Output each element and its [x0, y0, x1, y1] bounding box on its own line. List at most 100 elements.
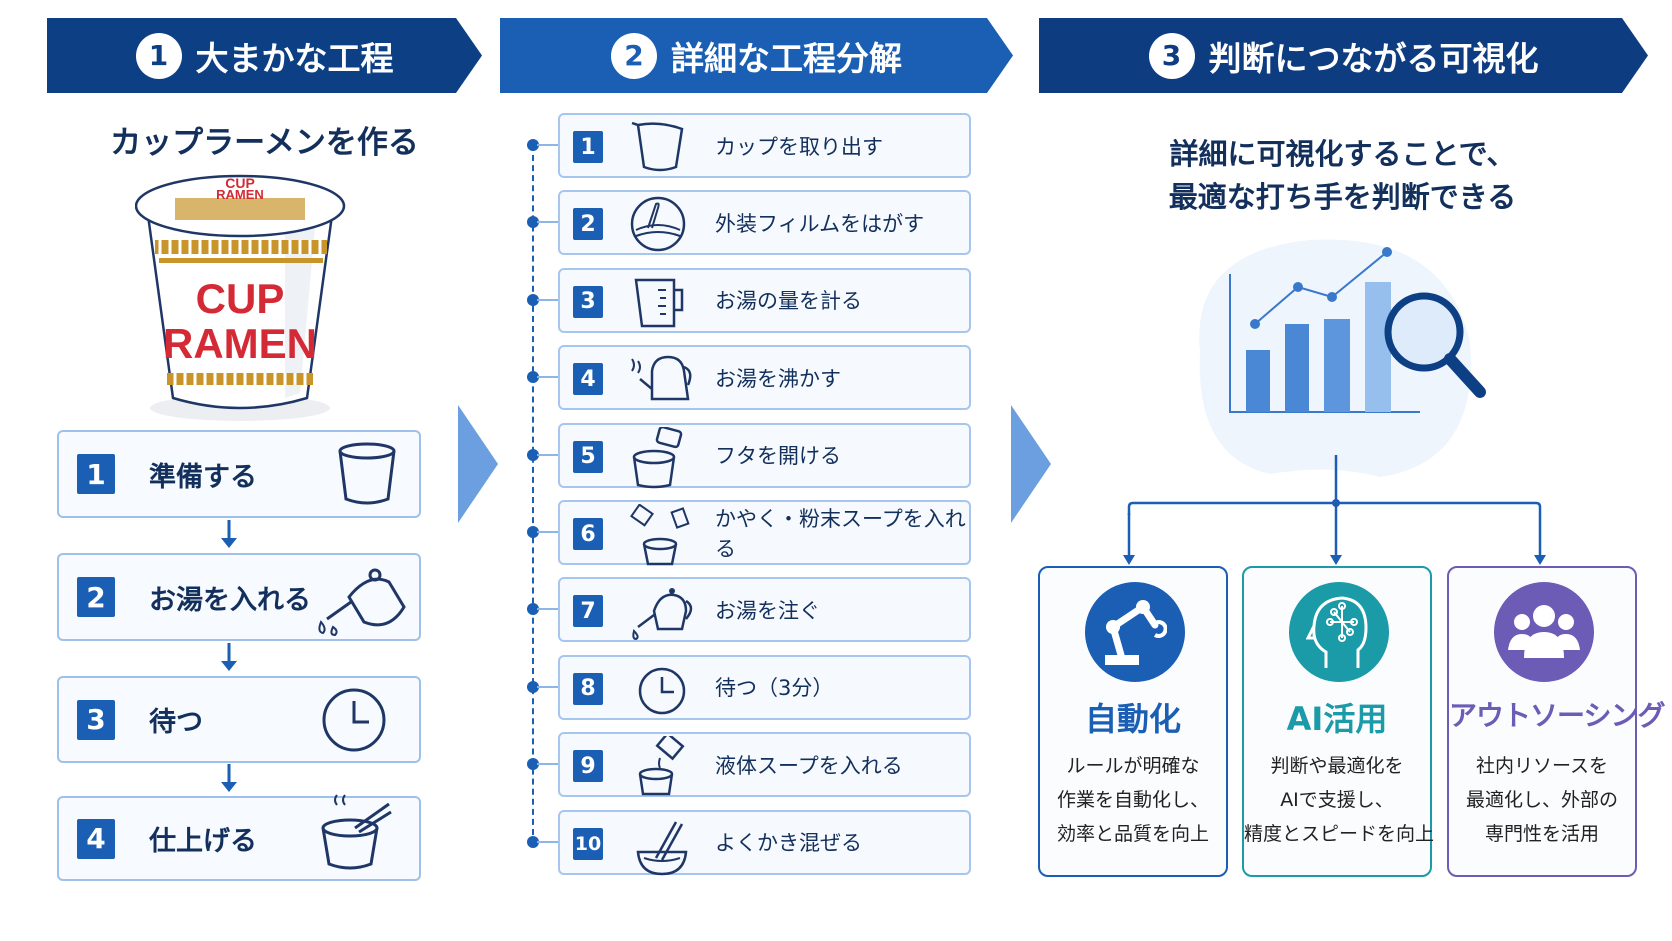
step-label: 準備する — [149, 461, 257, 493]
robot-arm-icon — [1085, 582, 1185, 682]
seasoning-packet-icon — [630, 504, 690, 566]
step-number: 1 — [77, 454, 115, 494]
kettle-pour-icon — [632, 588, 693, 641]
step-number: 9 — [573, 750, 603, 783]
timeline-connector — [537, 376, 558, 379]
kettle-steam-icon — [631, 355, 692, 401]
detail-step-10: 10 よくかき混ぜる — [558, 809, 971, 875]
svg-text:RAMEN: RAMEN — [216, 187, 264, 202]
timeline-dot — [527, 680, 539, 693]
step-label: お湯を入れる — [149, 584, 311, 616]
card-title: アウトソーシング — [1449, 699, 1665, 732]
timeline-connector — [537, 685, 558, 688]
card-title: AI活用 — [1286, 700, 1388, 738]
timeline-line — [532, 145, 534, 845]
banner-detail: 2 詳細な工程分解 — [500, 18, 1013, 93]
card-desc-line: 最適化し、外部の — [1465, 789, 1618, 811]
step-number: 1 — [573, 131, 603, 163]
step-label: かやく・粉末スープを入れる — [715, 506, 966, 561]
timeline-dot — [527, 603, 539, 616]
branch-connector — [1123, 455, 1546, 565]
timeline-dot — [527, 371, 539, 384]
banner-number: 1 — [136, 33, 182, 79]
step-number: 4 — [573, 363, 603, 396]
card-desc-line: ルールが明確な — [1066, 755, 1200, 777]
timeline-dot — [527, 835, 539, 848]
headline-line-1: 詳細に可視化することで、 — [1169, 137, 1516, 171]
timeline-connector — [537, 763, 558, 766]
card-desc-line: AIで支援し、 — [1280, 789, 1394, 811]
card-title: 自動化 — [1084, 700, 1181, 738]
banner-visualize: 3 判断につながる可視化 — [1039, 18, 1648, 93]
step-number: 2 — [77, 577, 115, 617]
timeline-dot — [527, 216, 539, 229]
card-ai: AI活用 判断や最適化を AIで支援し、 精度とスピードを向上 — [1242, 566, 1434, 877]
svg-text:RAMEN: RAMEN — [163, 320, 317, 367]
timeline-connector — [537, 840, 558, 843]
step-number: 5 — [573, 440, 603, 473]
svg-text:CUP: CUP — [196, 275, 285, 322]
overview-step-2: 2 お湯を入れる — [57, 553, 421, 641]
card-desc-line: 判断や最適化を — [1270, 755, 1404, 777]
cup-icon — [338, 442, 396, 505]
down-arrow-icon — [221, 520, 237, 548]
card-outsourcing: アウトソーシング 社内リソースを 最適化し、外部の 専門性を活用 — [1447, 566, 1665, 877]
cup-ramen-illustration: CUP RAMEN CUP RAMEN — [135, 174, 346, 421]
bowl-chopsticks-icon — [321, 794, 392, 870]
overview-step-3: 3 待つ — [57, 676, 421, 763]
detail-step-2: 2 外装フィルムをはがす — [558, 190, 971, 256]
detail-step-4: 4 お湯を沸かす — [558, 345, 971, 411]
measuring-cup-icon — [634, 278, 684, 328]
liquid-soup-icon — [638, 736, 685, 796]
timeline-connector — [537, 298, 558, 301]
card-desc-line: 効率と品質を向上 — [1056, 823, 1209, 845]
right-headline: 詳細に可視化することで、 最適な打ち手を判断できる — [1100, 133, 1585, 219]
analytics-chart-illustration — [1199, 239, 1486, 477]
headline-line-2: 最適な打ち手を判断できる — [1168, 180, 1517, 214]
banner-number: 3 — [1149, 33, 1195, 79]
step-number: 6 — [573, 518, 603, 550]
stir-icon — [636, 820, 688, 875]
cup-icon — [631, 121, 684, 172]
card-desc-line: 作業を自動化し、 — [1056, 789, 1209, 811]
step-label: 外装フィルムをはがす — [715, 211, 925, 236]
step-number: 8 — [573, 672, 603, 705]
timeline-connector — [537, 453, 558, 456]
film-peel-icon — [630, 197, 686, 252]
detail-step-7: 7 お湯を注ぐ — [558, 577, 971, 643]
ai-head-icon — [1289, 582, 1389, 682]
step-label: 待つ — [149, 707, 203, 738]
step-number: 2 — [573, 208, 603, 241]
banner-title: 詳細な工程分解 — [671, 38, 902, 78]
step-number: 3 — [573, 285, 603, 318]
step-label: よくかき混ぜる — [715, 831, 862, 856]
step-label: 液体スープを入れる — [715, 753, 903, 778]
card-desc-line: 社内リソースを — [1475, 755, 1609, 777]
timeline-connector — [537, 144, 558, 146]
step-label: カップを取り出す — [715, 134, 883, 159]
step-label: お湯を注ぐ — [715, 598, 820, 623]
banner-overview: 1 大まかな工程 — [47, 18, 482, 93]
banner-title: 判断につながる可視化 — [1208, 38, 1539, 78]
step-number: 10 — [573, 827, 603, 860]
step-label: お湯を沸かす — [715, 366, 841, 391]
team-icon — [1494, 582, 1594, 682]
cup-logo-text: CUP — [225, 175, 255, 191]
step-number: 4 — [77, 818, 115, 859]
timeline-connector — [537, 531, 558, 533]
clock-icon — [322, 688, 386, 751]
overview-step-1: 1 準備する — [57, 430, 421, 518]
card-desc-line: 専門性を活用 — [1484, 823, 1599, 845]
chevron-right-icon — [458, 405, 498, 523]
overview-step-4: 4 仕上げる — [57, 794, 421, 881]
step-number: 7 — [573, 595, 603, 628]
timeline-dot — [527, 758, 539, 771]
timeline-dot — [527, 448, 539, 461]
timeline-connector — [537, 221, 558, 224]
step-number: 3 — [77, 699, 115, 740]
chevron-right-icon — [1011, 405, 1051, 523]
clock-icon — [638, 667, 686, 715]
